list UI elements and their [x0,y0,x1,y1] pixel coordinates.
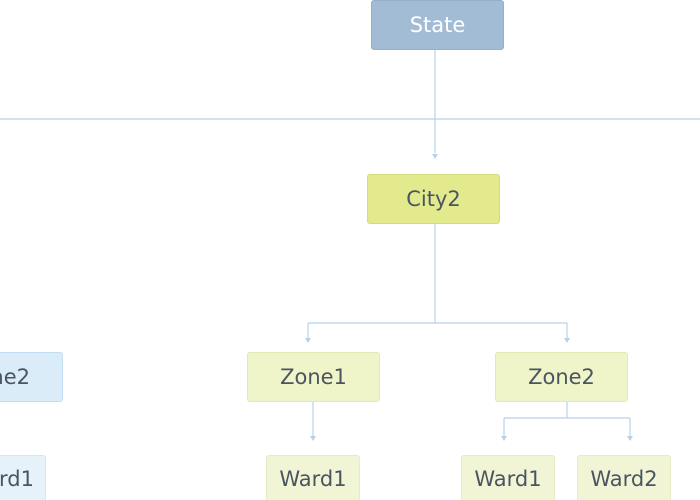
zone2-ward1-node[interactable]: Ward1 [461,455,555,500]
zone2-label: Zone2 [528,365,595,389]
zone2-ward2-node[interactable]: Ward2 [577,455,671,500]
state-label: State [409,13,466,37]
zone2-ward1-label: Ward1 [474,467,542,491]
arrow-to-zone1-ward1 [310,436,316,441]
offscreen-zone-node[interactable]: Zone2 [0,352,63,402]
city2-label: City2 [406,187,461,211]
arrow-to-zone2 [564,338,570,343]
arrow-to-zone1 [305,338,311,343]
zone1-node[interactable]: Zone1 [247,352,380,402]
zone1-ward1-node[interactable]: Ward1 [266,455,360,500]
zone1-ward1-label: Ward1 [279,467,347,491]
arrow-to-zone2-ward2 [627,436,633,441]
arrow-to-zone2-ward1 [501,436,507,441]
state-node[interactable]: State [371,0,504,50]
offscreen-ward-node[interactable]: Ward1 [0,455,46,500]
offscreen-zone-label: Zone2 [0,365,30,389]
city2-node[interactable]: City2 [367,174,500,224]
arrow-to-city [432,154,438,159]
zone2-ward2-label: Ward2 [590,467,658,491]
offscreen-ward-label: Ward1 [0,467,34,491]
zone2-node[interactable]: Zone2 [495,352,628,402]
zone1-label: Zone1 [280,365,347,389]
